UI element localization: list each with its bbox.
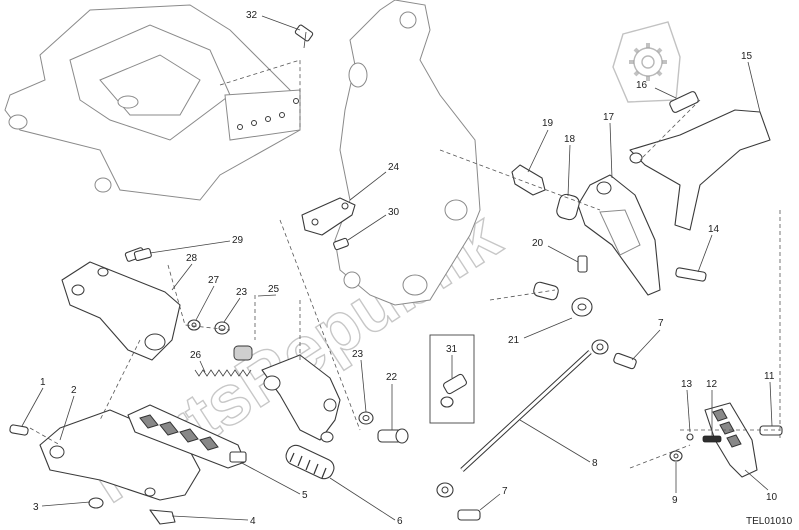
pin-11 (759, 425, 783, 436)
callout-23b: 23 (236, 287, 248, 298)
leader-lines (21, 15, 773, 521)
bushing-18 (556, 193, 580, 221)
return-spring (194, 369, 252, 377)
callout-15: 15 (741, 51, 753, 62)
callout-25: 25 (268, 284, 280, 295)
pivot-pin-1 (9, 424, 29, 436)
right-footpeg (704, 402, 758, 478)
callout-7a: 7 (658, 318, 664, 329)
callout-21: 21 (508, 335, 520, 346)
bolt-16 (669, 91, 699, 113)
callout-labels: 1 2 3 4 5 6 7 7 8 9 10 11 12 13 14 15 16… (33, 10, 793, 527)
callout-14: 14 (708, 224, 720, 235)
bolt-29 (133, 247, 152, 262)
rear-subframe-plate (334, 0, 481, 306)
drawing-code: TEL01010 (746, 516, 793, 527)
shift-pivot-joint (533, 255, 593, 317)
callout-10: 10 (766, 492, 778, 503)
callout-2: 2 (71, 385, 77, 396)
callout-5: 5 (302, 490, 308, 501)
callout-19: 19 (542, 118, 554, 129)
callout-30: 30 (388, 207, 400, 218)
left-footpeg-bracket (61, 247, 181, 361)
callout-1: 1 (40, 377, 46, 388)
callout-7b: 7 (502, 486, 508, 497)
washer-23a (214, 321, 230, 335)
callout-3: 3 (33, 502, 39, 513)
callout-26: 26 (190, 350, 202, 361)
washer-9 (669, 450, 683, 462)
spring-12 (702, 435, 722, 443)
callout-8: 8 (592, 458, 598, 469)
heel-plate-24 (301, 197, 356, 236)
bolt-32 (294, 24, 314, 49)
callout-22: 22 (386, 372, 398, 383)
callout-18: 18 (564, 134, 576, 145)
callout-12: 12 (706, 379, 718, 390)
assembly-lines (29, 59, 781, 469)
callout-24: 24 (388, 162, 400, 173)
callout-31: 31 (446, 344, 458, 355)
left-footpeg (127, 404, 247, 469)
bolt-30 (333, 237, 349, 251)
bolt-22 (377, 428, 409, 444)
bolt-7-lower (457, 509, 481, 521)
callout-20: 20 (532, 238, 544, 249)
gear-icon (612, 21, 681, 103)
callout-17: 17 (603, 112, 615, 123)
shift-linkage-rod (436, 339, 609, 498)
callout-29: 29 (232, 235, 244, 246)
callout-32: 32 (246, 10, 258, 21)
bolt-19 (511, 164, 546, 196)
washer-23b (358, 411, 374, 425)
rear-frame (4, 4, 301, 201)
gear-shift-lever (233, 345, 341, 443)
bolt-31-detail-box (429, 334, 475, 424)
callout-27: 27 (208, 275, 220, 286)
shift-rubber-grip (285, 444, 335, 480)
callout-16: 16 (636, 80, 648, 91)
right-footpeg-bracket (577, 174, 661, 296)
callout-11: 11 (764, 371, 775, 382)
callout-23a: 23 (352, 349, 364, 360)
callout-9: 9 (672, 495, 678, 506)
right-heel-guard (629, 109, 771, 231)
callout-28: 28 (186, 253, 198, 264)
bolt-4 (149, 509, 176, 525)
callout-4: 4 (250, 516, 256, 527)
callout-13: 13 (681, 379, 693, 390)
bolt-3 (88, 497, 104, 509)
callout-6: 6 (397, 516, 403, 527)
washer-27 (187, 319, 201, 331)
ball-13 (686, 433, 694, 441)
bolt-7-upper (613, 352, 637, 370)
bolt-14 (675, 267, 707, 282)
